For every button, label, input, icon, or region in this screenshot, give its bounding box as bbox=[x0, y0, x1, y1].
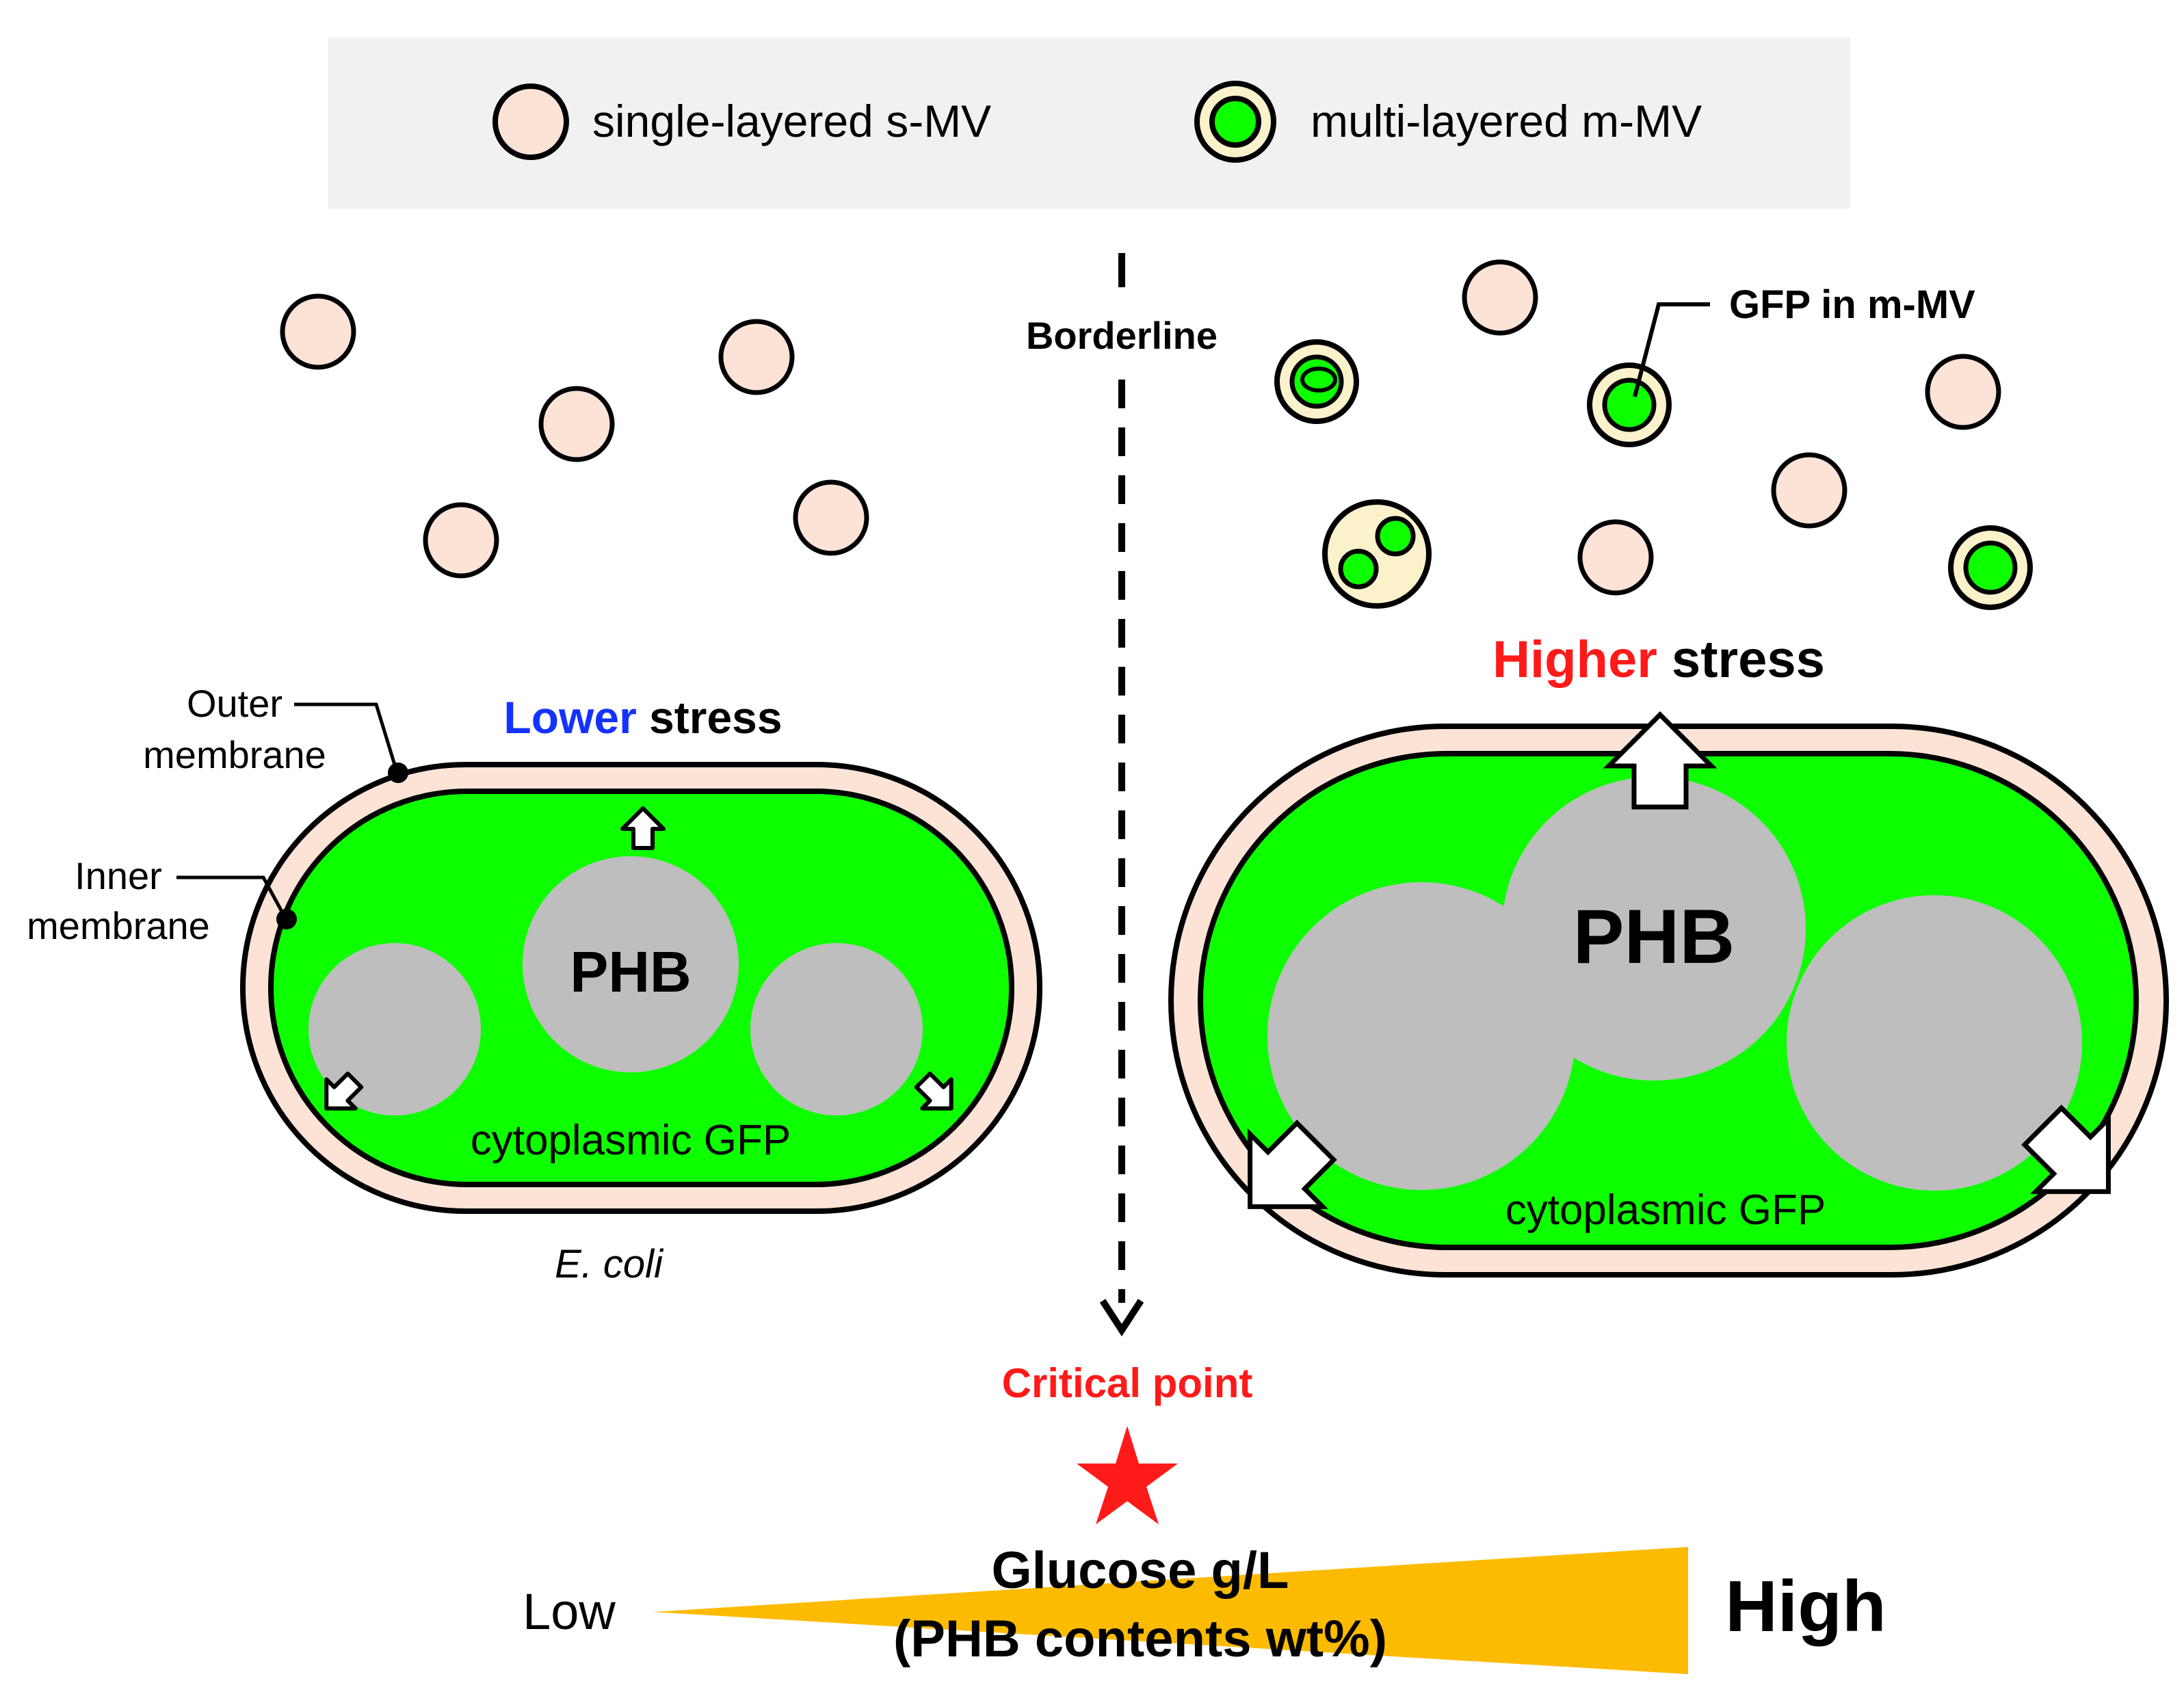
m-mv-vesicle bbox=[1322, 499, 1432, 609]
s-mv-vesicle bbox=[1577, 519, 1654, 596]
left-stress-arrow-bl bbox=[324, 1071, 364, 1111]
m-mv-vesicle bbox=[1274, 339, 1359, 424]
s-mv-vesicle bbox=[1462, 259, 1538, 336]
m-mv-vesicle bbox=[1948, 525, 2033, 610]
s-mv-vesicle bbox=[280, 293, 356, 370]
m-mv-vesicle bbox=[1587, 362, 1672, 447]
inner-membrane-dot bbox=[276, 909, 297, 929]
right-phb-granule bbox=[1502, 777, 1806, 1081]
right-stress-arrow-bl bbox=[1248, 1120, 1337, 1209]
s-mv-vesicle bbox=[538, 386, 615, 462]
right-cell: Higher stress PHB cytoplasmic GFP bbox=[1168, 631, 2169, 1278]
borderline: Borderline bbox=[1026, 253, 1218, 1337]
left-stress-arrow-up bbox=[620, 806, 666, 850]
borderline-label: Borderline bbox=[1026, 314, 1218, 357]
right-phb-label: PHB bbox=[1573, 894, 1735, 979]
gfp-mmv-label: GFP in m-MV bbox=[1729, 282, 1975, 327]
s-mv-vesicle bbox=[793, 479, 869, 556]
legend: single-layered s-MV multi-layered m-MV bbox=[328, 38, 1850, 209]
right-phb-granule bbox=[1787, 895, 2082, 1191]
right-stress-arrow-up bbox=[1603, 711, 1718, 810]
legend-box bbox=[328, 38, 1850, 209]
left-phb-granule bbox=[308, 943, 481, 1115]
s-mv-vesicle bbox=[1771, 452, 1847, 529]
gfp-mmv-leader bbox=[1633, 302, 1710, 397]
critical-point-label: Critical point bbox=[1002, 1360, 1253, 1406]
outer-membrane-label-line1: Outer bbox=[187, 682, 282, 725]
left-phb-granule bbox=[523, 856, 739, 1072]
s-mv-vesicle bbox=[423, 502, 499, 579]
critical-point: Critical point bbox=[1002, 1360, 1253, 1524]
gradient-title-line1: Glucose g/L bbox=[992, 1541, 1289, 1600]
gradient-title-line2: (PHB contents wt%) bbox=[893, 1610, 1387, 1668]
s-mv-vesicle bbox=[1925, 354, 2001, 430]
gradient-low-label: Low bbox=[523, 1583, 616, 1640]
left-cell: Lower stress PHB cytoplasmic GFP Outer m… bbox=[27, 682, 1042, 1286]
right-gfp-label: cytoplasmic GFP bbox=[1505, 1187, 1826, 1234]
right-stress-arrow-br bbox=[2021, 1104, 2111, 1194]
left-vesicles bbox=[280, 293, 869, 579]
right-phb-granule bbox=[1267, 882, 1575, 1190]
gradient-wedge bbox=[653, 1547, 1688, 1674]
legend-smv-label: single-layered s-MV bbox=[592, 96, 991, 146]
left-phb-label: PHB bbox=[570, 940, 691, 1004]
right-vesicles: GFP in m-MV bbox=[1274, 259, 2033, 610]
right-stress-label: Higher stress bbox=[1492, 631, 1825, 689]
critical-star-icon bbox=[1077, 1426, 1178, 1524]
legend-mmv-label: multi-layered m-MV bbox=[1311, 96, 1702, 146]
gradient-high-label: High bbox=[1725, 1566, 1886, 1647]
inner-membrane-label-line1: Inner bbox=[75, 854, 162, 897]
inner-membrane-label-line2: membrane bbox=[27, 904, 210, 947]
left-stress-label: Lower stress bbox=[503, 692, 782, 743]
outer-membrane-dot bbox=[388, 763, 408, 783]
left-phb-granule bbox=[750, 943, 923, 1115]
borderline-arrowhead bbox=[1099, 1299, 1144, 1337]
s-mv-vesicle bbox=[718, 319, 795, 395]
inner-membrane-leader bbox=[176, 875, 287, 919]
organism-label: E. coli bbox=[555, 1242, 664, 1286]
glucose-gradient: Low High Glucose g/L (PHB contents wt%) bbox=[523, 1541, 1886, 1674]
legend-smv-icon bbox=[492, 83, 569, 160]
legend-mmv-icon bbox=[1194, 81, 1276, 163]
outer-membrane-leader bbox=[294, 702, 399, 772]
outer-membrane-label-line2: membrane bbox=[143, 733, 326, 776]
left-gfp-label: cytoplasmic GFP bbox=[471, 1117, 791, 1164]
left-stress-arrow-br bbox=[914, 1071, 953, 1111]
